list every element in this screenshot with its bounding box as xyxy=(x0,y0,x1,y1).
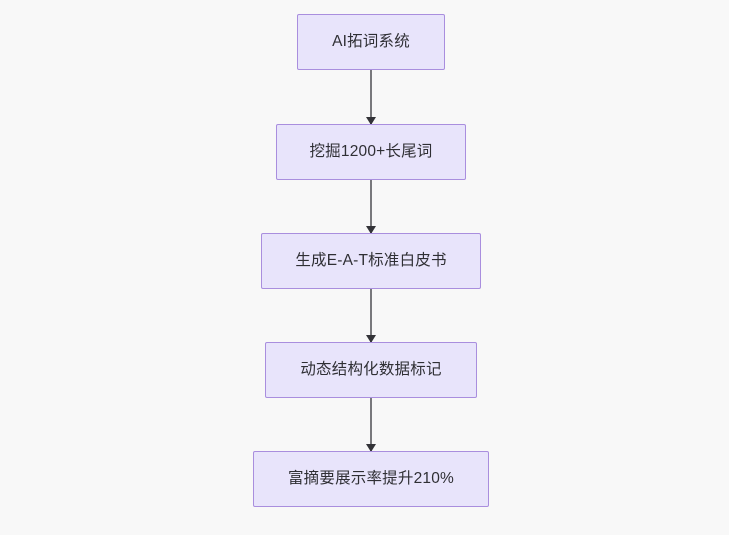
flow-node-dynamic-structured-data[interactable]: 动态结构化数据标记 xyxy=(265,342,477,398)
arrowhead-down-icon xyxy=(366,117,376,125)
edge-line xyxy=(370,180,372,233)
edge-line xyxy=(370,289,372,342)
arrowhead-down-icon xyxy=(366,226,376,234)
edge-line xyxy=(370,70,372,124)
flow-node-mine-longtail-keywords[interactable]: 挖掘1200+长尾词 xyxy=(276,124,466,180)
edge-line xyxy=(370,398,372,451)
flow-node-ai-keyword-system[interactable]: AI拓词系统 xyxy=(297,14,445,70)
flow-node-generate-eat-whitepaper[interactable]: 生成E-A-T标准白皮书 xyxy=(261,233,481,289)
arrowhead-down-icon xyxy=(366,335,376,343)
arrowhead-down-icon xyxy=(366,444,376,452)
flow-node-rich-snippet-result[interactable]: 富摘要展示率提升210% xyxy=(253,451,489,507)
